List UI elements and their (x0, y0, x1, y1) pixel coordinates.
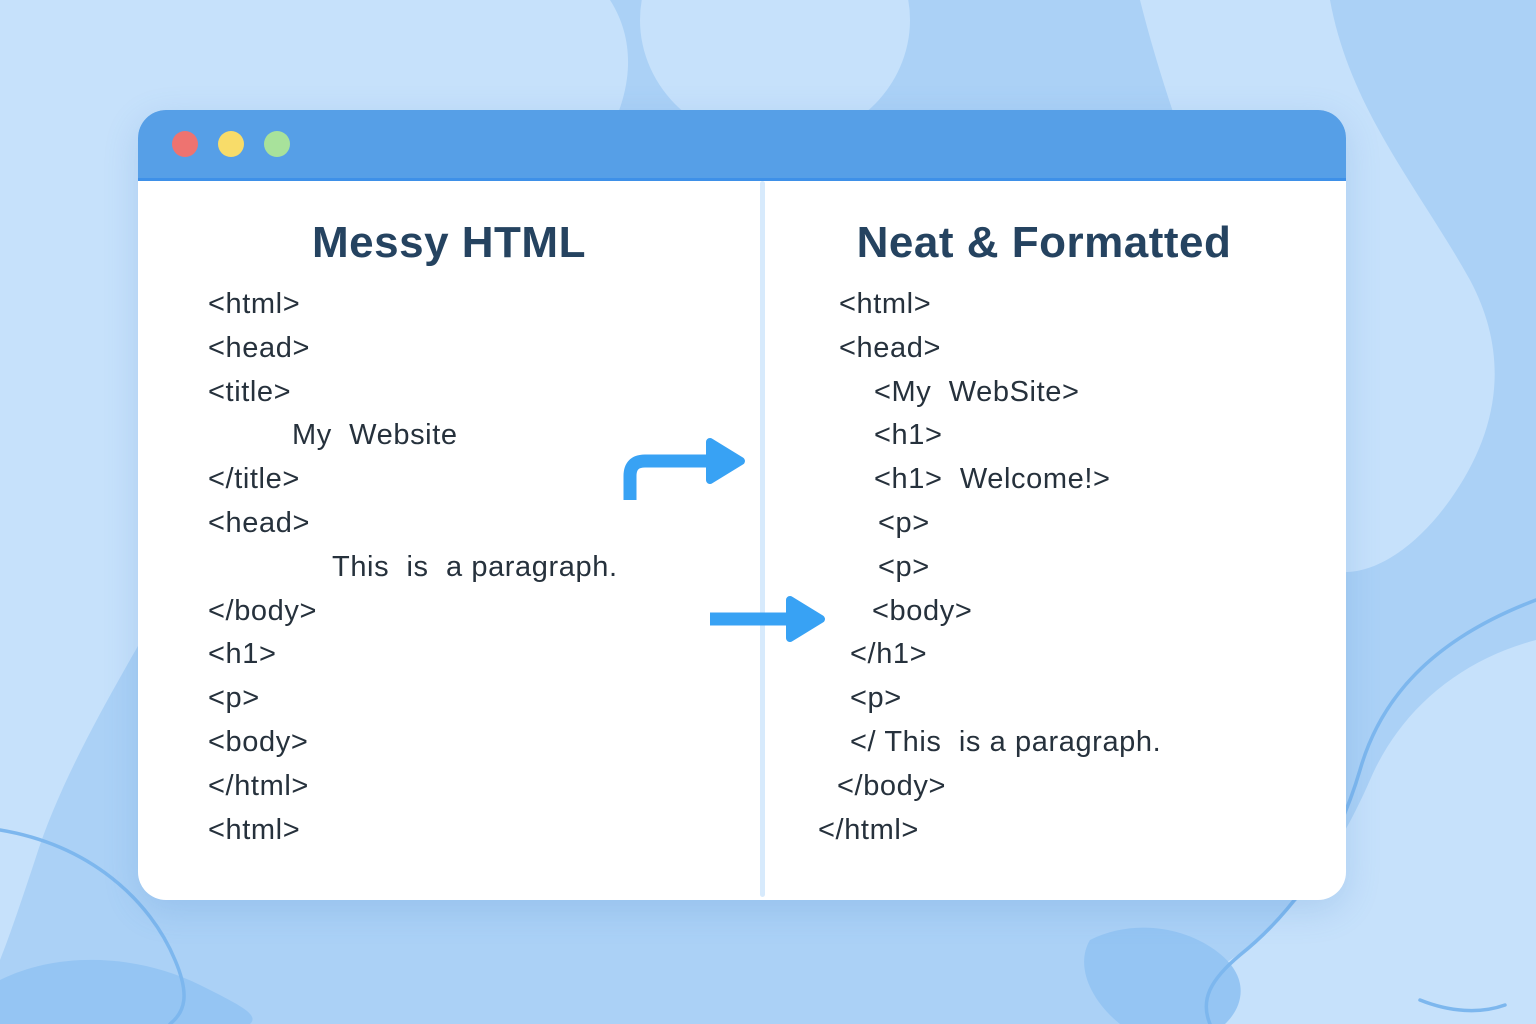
code-line: <title> (208, 375, 292, 408)
code-line: <My WebSite> (874, 375, 1080, 408)
neat-formatted-title: Neat & Formatted (856, 218, 1232, 267)
code-line: <h1> Welcome!> (874, 463, 1111, 496)
code-line: </title> (208, 463, 300, 496)
messy-html-panel: Messy HTML <html> <head> <title>My Website… (138, 181, 760, 897)
code-line: <h1> (208, 638, 277, 671)
code-line: <p> (878, 550, 930, 583)
code-line: <head> (208, 506, 310, 539)
window-content: Messy HTML <html> <head> <title>My Website… (138, 181, 1346, 897)
code-line: </body> (208, 594, 318, 627)
code-line: </html> (818, 813, 919, 846)
code-line: My Website (292, 419, 458, 452)
code-line: <p> (878, 506, 930, 539)
code-line: </html> (208, 769, 309, 802)
curved-arrow-icon (623, 438, 745, 500)
code-line: <body> (872, 594, 973, 627)
code-line: <h1> (874, 419, 943, 452)
close-button-icon[interactable] (172, 131, 198, 157)
neat-code-block: <html> <head> <My WebSite> <h1> <h1> Welcome… (816, 283, 1346, 852)
browser-window: Messy HTML <html> <head> <title>My Website… (138, 110, 1346, 900)
code-line: <html> (208, 288, 301, 320)
messy-html-title: Messy HTML (312, 218, 586, 267)
code-line: </h1> (850, 638, 928, 671)
code-line: <p> (208, 682, 260, 715)
neat-formatted-panel: Neat & Formatted <html> <head> <My WebSite… (770, 181, 1346, 897)
code-line: <html> (208, 813, 301, 846)
code-line: </body> (837, 769, 947, 802)
code-line: <p> (850, 682, 902, 715)
code-line: </ This is a paragraph. (850, 725, 1162, 758)
code-line: <head> (839, 331, 941, 364)
code-line: This is a paragraph. (332, 550, 618, 583)
minimize-button-icon[interactable] (218, 131, 244, 157)
code-line: <html> (839, 288, 932, 320)
panel-divider (760, 181, 765, 897)
messy-code-block: <html> <head> <title>My Website </title> <he… (208, 283, 760, 852)
maximize-button-icon[interactable] (264, 131, 290, 157)
code-line: <head> (208, 331, 310, 364)
window-titlebar (138, 110, 1346, 181)
straight-arrow-icon (710, 596, 825, 642)
code-line: <body> (208, 725, 309, 758)
